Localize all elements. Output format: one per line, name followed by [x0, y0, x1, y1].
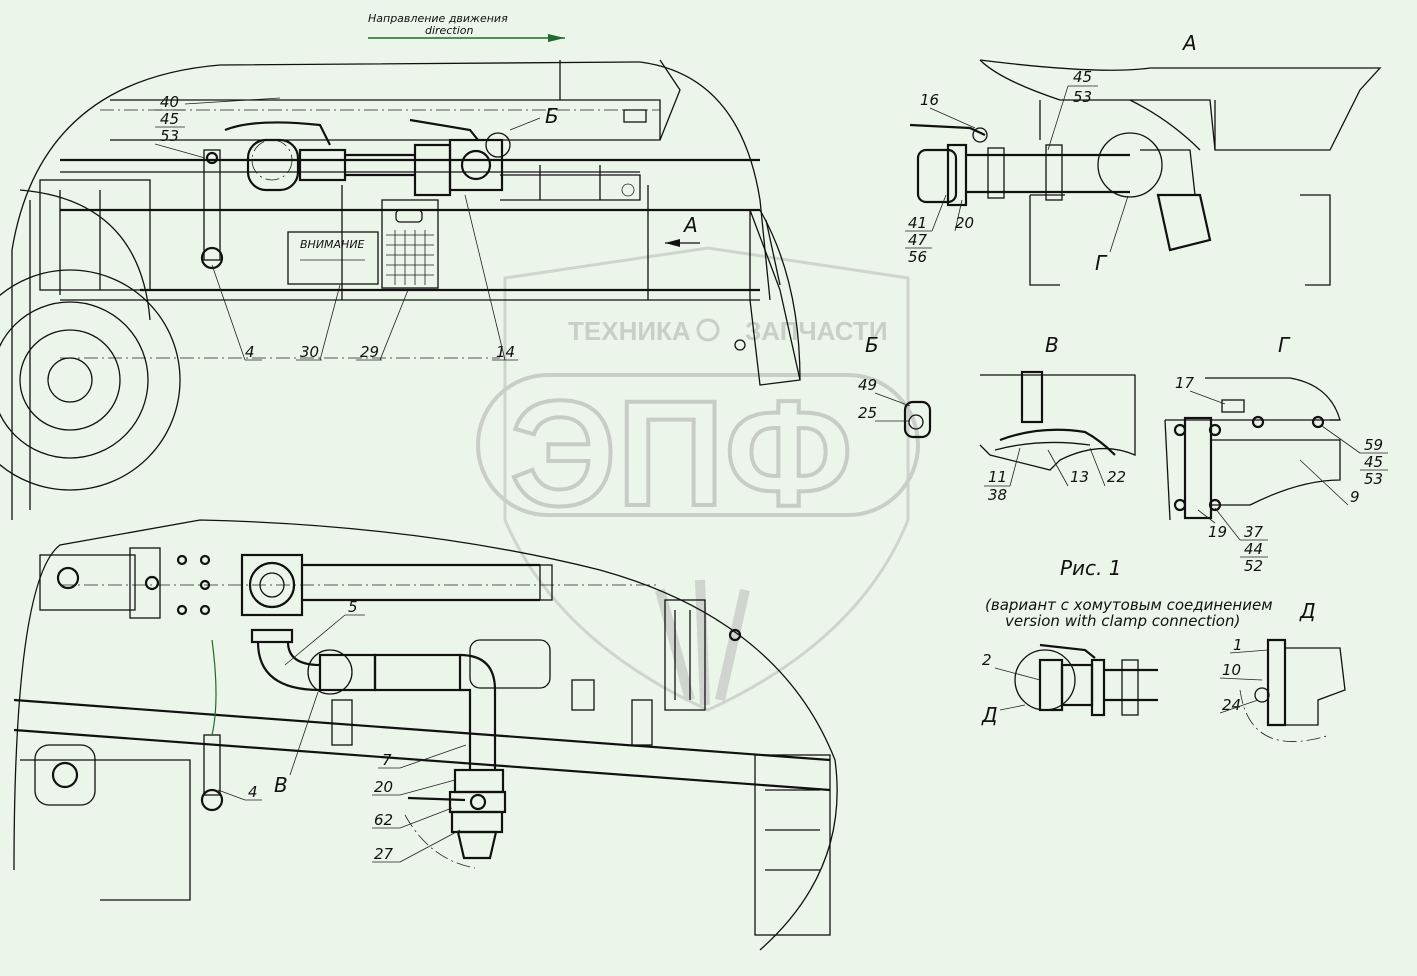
- callout-main-29: 29: [360, 343, 379, 361]
- callout-main-53: 53: [160, 127, 179, 145]
- callout-lower-5: 5: [348, 598, 358, 616]
- view-a-arrow-label: А: [682, 213, 698, 237]
- warning-plate-text: ВНИМАНИЕ: [300, 238, 365, 251]
- direction-arrow-icon: [548, 34, 565, 42]
- callout-d-10: 10: [1222, 661, 1241, 679]
- detail-view-v: В 11 38 13 22: [979, 333, 1136, 504]
- callout-g-45: 45: [1364, 453, 1383, 471]
- main-side-view: ВНИМАНИЕ А Б 40 45 53 4 30: [0, 59, 801, 520]
- detail-view-g: Г 17 59 45 53 9 19 37 44 52: [1164, 333, 1388, 575]
- callout-main-45: 45: [160, 110, 179, 128]
- callout-g-44: 44: [1244, 540, 1263, 558]
- callout-v-38: 38: [988, 486, 1007, 504]
- callout-lower-4: 4: [248, 783, 258, 801]
- callout-a-41: 41: [908, 214, 927, 232]
- callout-lower-27: 27: [374, 845, 394, 863]
- callout-a-56: 56: [908, 248, 927, 266]
- callout-main-30: 30: [300, 343, 319, 361]
- variant-ru-text: (вариант с хомутовым соединением: [985, 596, 1273, 614]
- direction-header: Направление движения direction: [368, 12, 565, 42]
- view-v-callout: В: [274, 773, 288, 797]
- watermark: ТЕХНИКА ЗАПЧАСТИ ЭПФ: [476, 246, 920, 712]
- view-b-callout: Б: [545, 104, 559, 128]
- detail-view-a: А 45 53 16 41 47 56 20 Г: [905, 31, 1382, 286]
- callout-g-53: 53: [1364, 470, 1383, 488]
- view-b-title: Б: [865, 333, 879, 357]
- variant-en-text: version with clamp connection): [1005, 612, 1240, 630]
- callout-circle-v: [307, 649, 353, 695]
- view-g-callout: Г: [1095, 251, 1108, 275]
- callout-v-11: 11: [988, 468, 1007, 486]
- lower-plan-view: 5 7 20 62 27 4 В: [13, 519, 838, 951]
- callout-d-1: 1: [1233, 636, 1243, 654]
- view-a-title: А: [1181, 31, 1197, 55]
- watermark-left-text: ТЕХНИКА: [568, 316, 691, 346]
- variant-clamp-view: 2 Д: [981, 643, 1158, 727]
- callout-a-53: 53: [1073, 88, 1092, 106]
- callout-lower-62: 62: [374, 811, 393, 829]
- callout-a-47: 47: [908, 231, 928, 249]
- direction-en: direction: [425, 24, 473, 37]
- figure-caption: Рис. 1 (вариант с хомутовым соединением …: [985, 556, 1273, 630]
- callout-g-9: 9: [1350, 488, 1360, 506]
- gear-icon: [696, 318, 720, 342]
- callout-g-37: 37: [1244, 523, 1264, 541]
- callout-main-40: 40: [160, 93, 179, 111]
- callout-a-16: 16: [920, 91, 939, 109]
- wheat-icon: [655, 579, 750, 706]
- callout-a-20: 20: [955, 214, 974, 232]
- callout-v-13: 13: [1070, 468, 1089, 486]
- watermark-right-text: ЗАПЧАСТИ: [745, 316, 888, 346]
- callout-a-45: 45: [1073, 68, 1092, 86]
- callout-b-25: 25: [858, 404, 877, 422]
- callout-main-4: 4: [245, 343, 255, 361]
- callout-lower-7: 7: [382, 751, 392, 769]
- view-v-title: В: [1045, 333, 1059, 357]
- detail-view-b: Б 49 25: [858, 333, 932, 439]
- callout-g-17: 17: [1175, 374, 1195, 392]
- callout-v-22: 22: [1107, 468, 1126, 486]
- callout-var-2: 2: [982, 651, 992, 669]
- callout-g-52: 52: [1244, 557, 1263, 575]
- callout-lower-20: 20: [374, 778, 393, 796]
- view-g-title: Г: [1278, 333, 1291, 357]
- callout-g-59: 59: [1364, 436, 1383, 454]
- callout-b-49: 49: [858, 376, 877, 394]
- watermark-emblem: ЭПФ: [510, 369, 853, 537]
- detail-view-d: Д 1 10 24: [1219, 599, 1346, 742]
- view-d-title: Д: [1299, 599, 1316, 623]
- callout-g-19: 19: [1208, 523, 1227, 541]
- direction-ru: Направление движения: [368, 12, 508, 25]
- callout-d-24: 24: [1222, 696, 1241, 714]
- callout-main-14: 14: [496, 343, 515, 361]
- figure-caption-text: Рис. 1: [1060, 556, 1122, 580]
- view-d-callout: Д: [981, 703, 998, 727]
